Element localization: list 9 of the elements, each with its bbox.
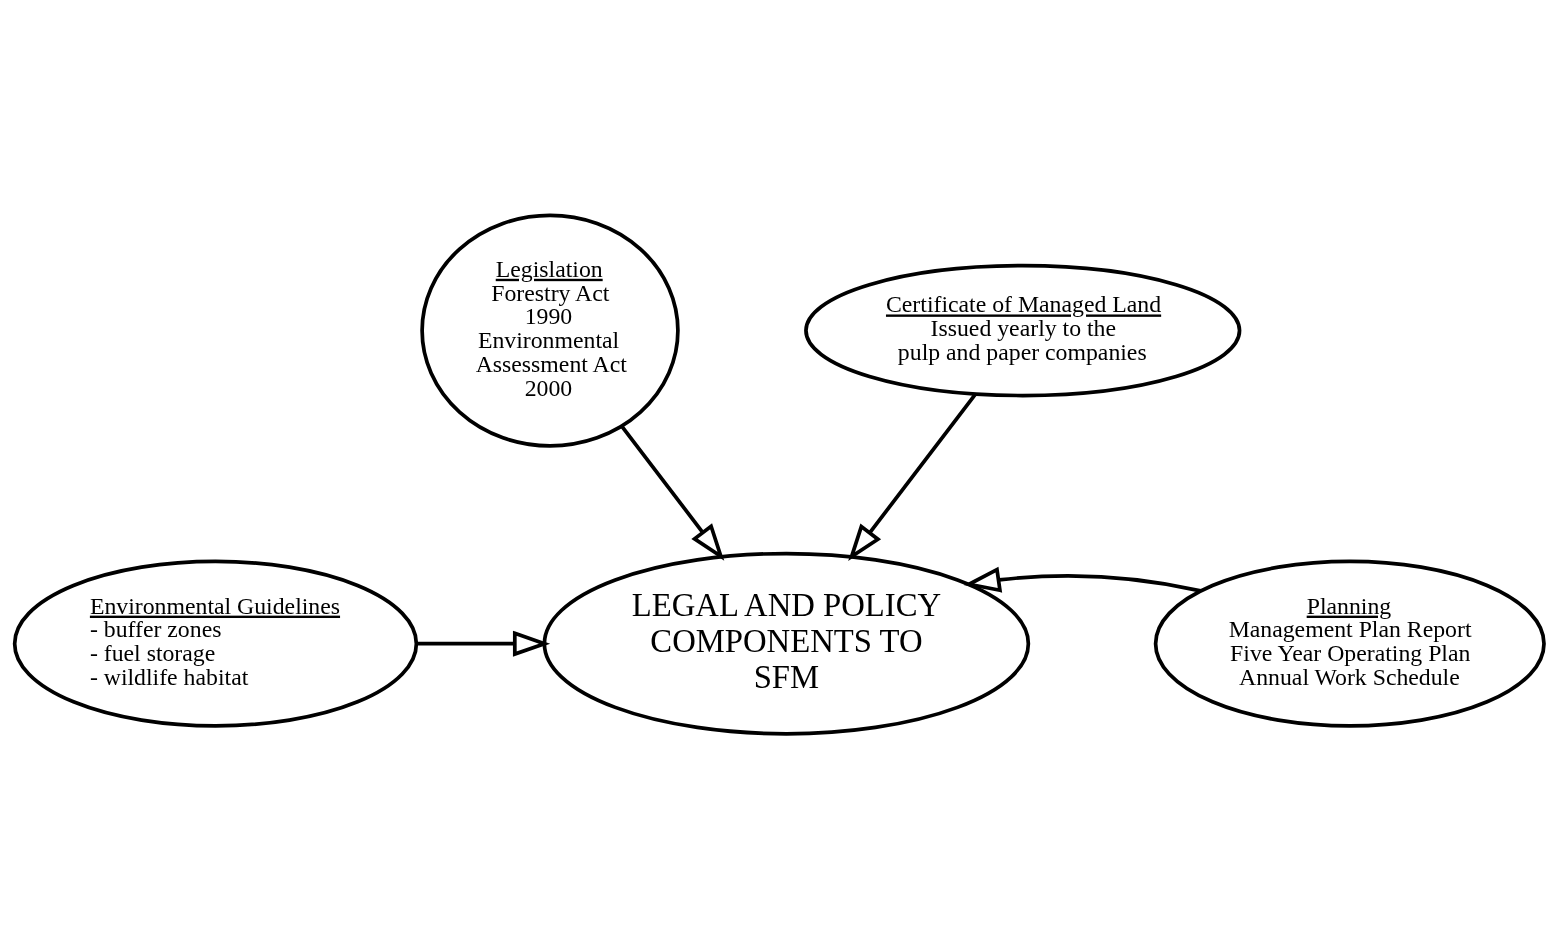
arrow: [416, 630, 551, 657]
node-ellipse: Environmental Guidelines - buffer zones - fuel storage - wildlife habitat: [12, 559, 419, 728]
arrow: [620, 425, 725, 561]
node-ellipse: Planning Management Plan Report Five Year Operating Plan Annual Work Schedule: [1153, 559, 1546, 728]
node-circle: Legislation Forestry Act 1990 Environmental Assessment Act 2000: [420, 213, 680, 448]
node-ellipse: Certificate of Managed Land Issued yearly to the pulp and paper companies: [804, 263, 1242, 398]
node-ellipse: LEGAL AND POLICY COMPONENTS TO SFM: [542, 551, 1031, 736]
arrow: [963, 566, 1202, 593]
arrow: [848, 393, 977, 562]
